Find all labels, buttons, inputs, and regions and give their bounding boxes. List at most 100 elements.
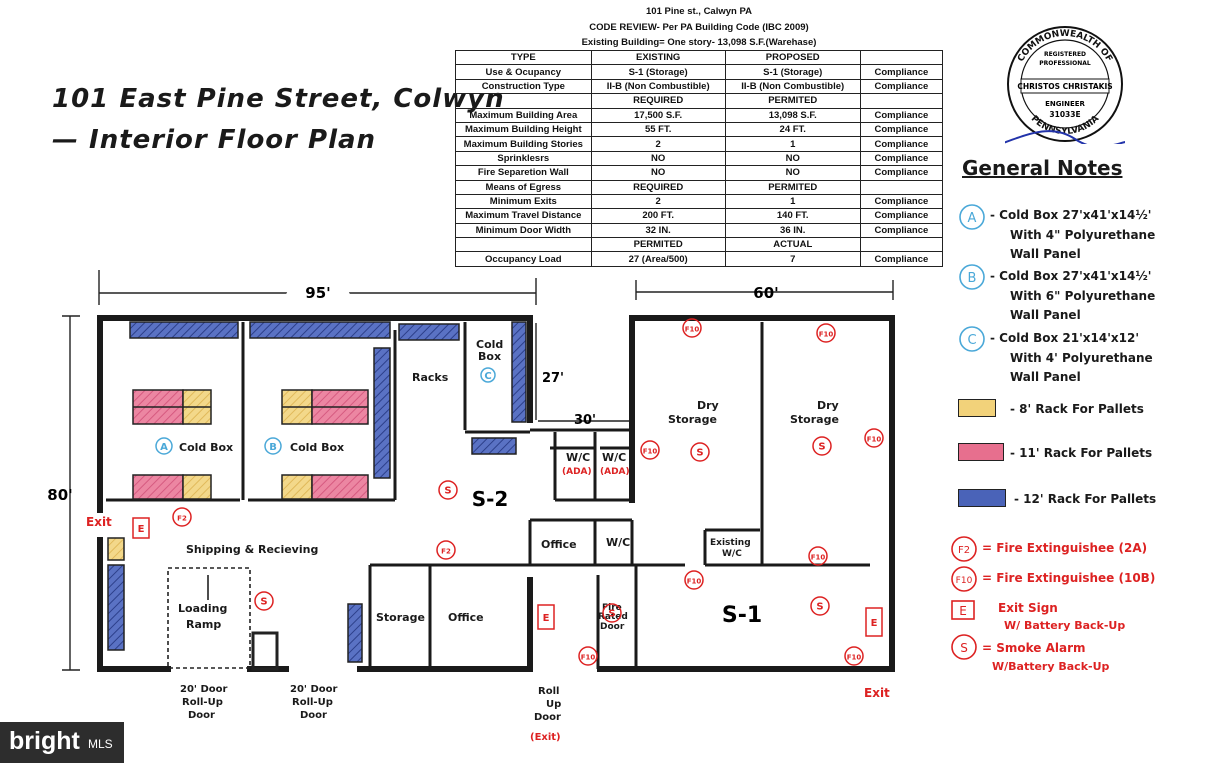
fire-extinguisher-10b-icon: F10	[640, 440, 660, 460]
fire-extinguisher-10b-icon: F10	[808, 546, 828, 566]
wc-ada-1: W/C	[566, 451, 590, 464]
fire-extinguisher-10b-icon: F10	[578, 646, 598, 666]
code-table-cell: Compliance	[859, 251, 944, 267]
door-2-label-1: 20' Door	[290, 684, 338, 695]
svg-text:B: B	[968, 271, 977, 286]
exit-right-label: Exit	[864, 686, 890, 700]
cold-box-c-label-1: Cold	[476, 338, 503, 351]
smoke-alarm-icon: S	[254, 591, 274, 611]
smoke-alarm-icon: S	[951, 634, 977, 660]
svg-text:S: S	[260, 597, 267, 608]
fire-door-label-3: Door	[600, 622, 625, 632]
interior-walls	[106, 322, 870, 669]
racks-label: Racks	[412, 371, 449, 384]
cold-box-c-mark-icon	[480, 367, 496, 383]
smoke-alarm-icon: S	[438, 480, 458, 500]
loading-ramp-label-2: Ramp	[186, 618, 221, 631]
fire-extinguisher-10b-icon: F10	[951, 566, 977, 592]
wc-label: W/C	[606, 536, 630, 549]
door-3-label-1: Roll	[538, 686, 559, 697]
seal-registered: REGISTERED	[1044, 51, 1086, 58]
seal-number: 31033E	[1049, 110, 1080, 119]
note-f2: = Fire Extinguishee (2A)	[982, 541, 1148, 555]
svg-text:F10: F10	[687, 578, 702, 586]
loading-ramp-label-1: Loading	[178, 602, 227, 615]
fire-extinguisher-10b-icon: F10	[844, 646, 864, 666]
svg-text:F10: F10	[643, 448, 658, 456]
rack-12-group	[107, 321, 527, 663]
dock-leveler	[251, 631, 279, 671]
fire-door-label-1: Fire	[602, 603, 622, 613]
svg-text:F2: F2	[958, 545, 970, 556]
door-2-label-3: Door	[300, 710, 327, 721]
mark-a-icon: A	[959, 204, 985, 230]
svg-text:F10: F10	[819, 331, 834, 339]
fire-extinguisher-10b-icon: F10	[684, 570, 704, 590]
plan-title-line1: 101 East Pine Street, Colwyn	[52, 84, 505, 114]
door-1-label-1: 20' Door	[180, 684, 228, 695]
note-rack-8: - 8' Rack For Pallets	[1010, 402, 1144, 416]
note-c-line3: Wall Panel	[1010, 370, 1081, 384]
signature-stroke	[1005, 130, 1125, 144]
exit-sign-icon	[865, 607, 883, 637]
note-b-line3: Wall Panel	[1010, 308, 1081, 322]
svg-text:S: S	[444, 486, 451, 497]
floor-plan: XXXXX 95' 60' 80' 27' 30'	[47, 270, 895, 743]
note-a-line2: With 4" Polyurethane	[1010, 228, 1156, 242]
fire-extinguisher-2a-icon: F2	[436, 540, 456, 560]
shipping-label: Shipping & Recieving	[186, 543, 318, 556]
mark-c-icon: C	[959, 326, 985, 352]
note-rack-11: - 11' Rack For Pallets	[1010, 446, 1153, 460]
svg-text:S: S	[696, 448, 703, 459]
door-1-label-2: Roll-Up	[182, 697, 223, 708]
svg-text:F10: F10	[847, 654, 862, 662]
note-exit-line2: W/ Battery Back-Up	[1004, 619, 1126, 632]
seal-engineer: ENGINEER	[1045, 100, 1085, 108]
svg-text:B: B	[269, 442, 277, 453]
dimension-27: 27'	[542, 371, 564, 386]
fire-extinguisher-10b-icon: F10	[864, 428, 884, 448]
note-b-line2: With 6" Polyurethane	[1010, 289, 1156, 303]
svg-text:E: E	[959, 604, 967, 618]
smoke-alarm-icon: S	[690, 442, 710, 462]
exit-sign-icon	[132, 517, 150, 539]
notes-title: General Notes	[962, 156, 1123, 180]
seal-top-text: COMMONWEALTH OF	[1016, 29, 1114, 64]
ada-tag-2: (ADA)	[600, 467, 630, 477]
note-f10: = Fire Extinguishee (10B)	[982, 571, 1156, 585]
cold-box-a-label: Cold Box	[179, 441, 233, 454]
walls	[97, 315, 895, 672]
exit-sign-letter: E	[543, 613, 550, 624]
dimension-lines	[62, 270, 894, 671]
svg-text:C: C	[967, 333, 976, 348]
svg-text:F10: F10	[867, 436, 882, 444]
seal-name: CHRISTOS CHRISTAKIS	[1017, 82, 1112, 91]
dry-storage-2b: Storage	[790, 413, 839, 426]
wc-ada-2: W/C	[602, 451, 626, 464]
note-smoke-line2: W/Battery Back-Up	[992, 660, 1110, 673]
code-header-line: Existing Building= One story- 13,098 S.F…	[581, 37, 817, 48]
svg-text:F10: F10	[685, 326, 700, 334]
note-c-line2: With 4' Polyurethane	[1010, 351, 1153, 365]
existing-wc-label-1: Existing	[710, 538, 751, 548]
door-3-label-3: Door	[534, 712, 561, 723]
svg-text:A: A	[160, 442, 168, 453]
svg-text:S: S	[818, 442, 825, 453]
zone-s1-label: S-1	[722, 603, 762, 628]
svg-text:F10: F10	[581, 654, 596, 662]
fire-extinguisher-2a-icon: F2	[172, 507, 192, 527]
plan-title-line2: — Interior Floor Plan	[52, 125, 377, 155]
note-a-line1: - Cold Box 27'x41'x14½'	[990, 208, 1152, 222]
svg-text:F10: F10	[956, 576, 973, 586]
code-review-header: 101 Pine st., Calwyn PA CODE REVIEW- Per…	[455, 4, 943, 51]
fire-door-label-2: Rated	[598, 612, 628, 622]
svg-text:S: S	[816, 602, 823, 613]
brand-suffix: MLS	[88, 737, 113, 751]
